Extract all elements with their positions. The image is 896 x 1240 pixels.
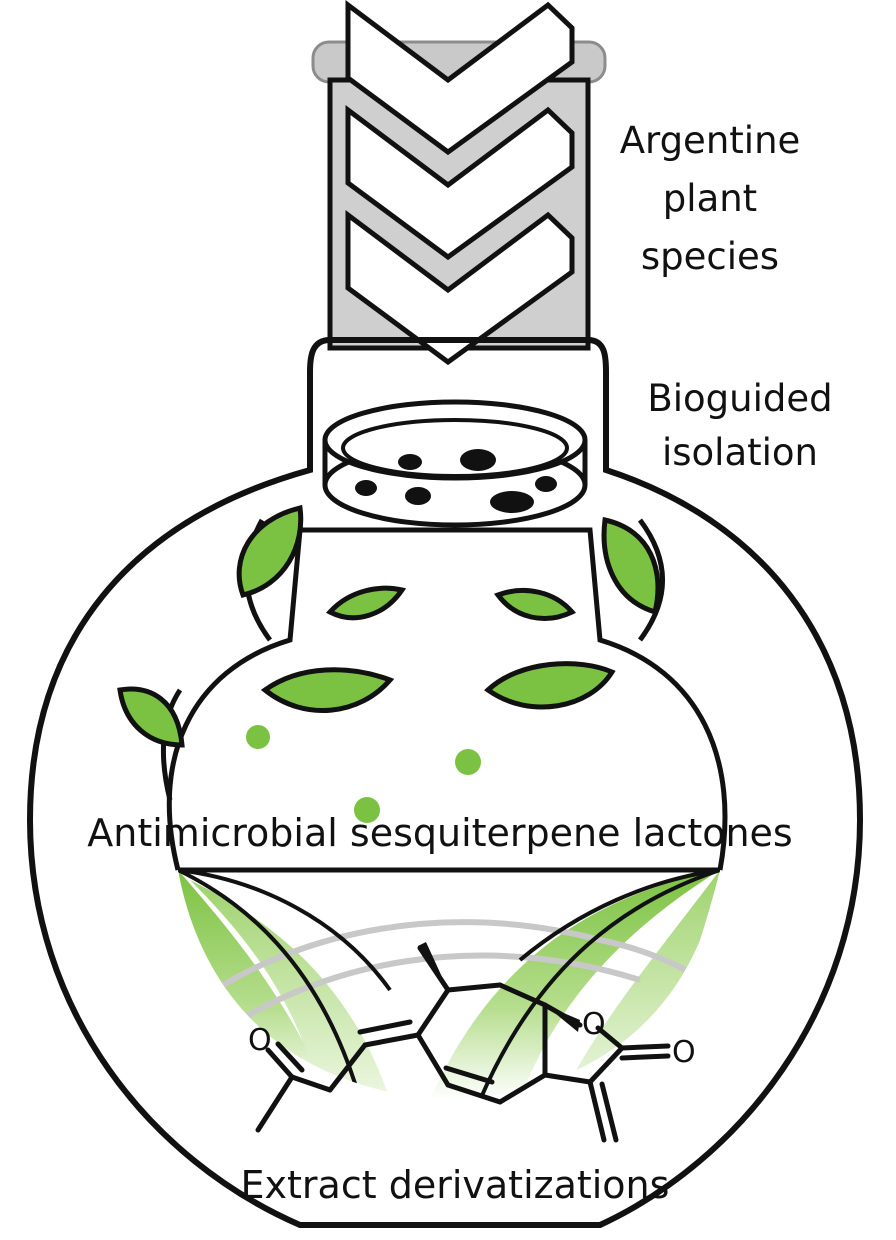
- label-bioguided-line1: Bioguided: [647, 377, 833, 420]
- chevron-down-icon: [345, 105, 575, 261]
- leaf-icon: [325, 585, 407, 621]
- atom-o-carbonyl: O: [672, 1035, 696, 1070]
- label-plant-species: Argentine plant species: [600, 112, 820, 286]
- label-derivatizations: Extract derivatizations: [240, 1163, 670, 1207]
- spore-dot: [246, 725, 270, 749]
- chevron-down-icon: [345, 210, 575, 366]
- label-plant-species-line3: species: [640, 235, 780, 278]
- chevron-stack: [345, 0, 575, 366]
- wedge-bond: [418, 942, 448, 990]
- label-lactones: Antimicrobial sesquiterpene lactones: [87, 811, 793, 855]
- label-plant-species-line1: Argentine: [619, 119, 801, 162]
- atom-o-ring: O: [582, 1007, 606, 1042]
- flask-icon: [26, 337, 864, 1228]
- atom-o-ketone: O: [248, 1023, 272, 1058]
- leaf-icon: [601, 516, 661, 616]
- plant-vine: [117, 504, 665, 823]
- label-bioguided-isolation: Bioguided isolation: [620, 372, 860, 480]
- leaf-icon: [484, 661, 616, 710]
- leaf-icon: [260, 667, 395, 713]
- wedge-bond: [545, 1005, 580, 1032]
- petri-dish-icon: [322, 399, 588, 528]
- label-plant-species-line2: plant: [662, 177, 758, 220]
- chevron-down-icon: [345, 0, 575, 156]
- leaf-icon: [494, 587, 577, 621]
- leaf-icon: [236, 504, 304, 598]
- inner-bulb-outline: [166, 527, 728, 871]
- green-swirl-pattern: [177, 867, 722, 1100]
- molecule-icon: [255, 945, 671, 1143]
- leaf-icon: [117, 686, 185, 748]
- spore-dot: [354, 797, 380, 823]
- spore-dot: [455, 749, 481, 775]
- label-bioguided-line2: isolation: [661, 431, 819, 474]
